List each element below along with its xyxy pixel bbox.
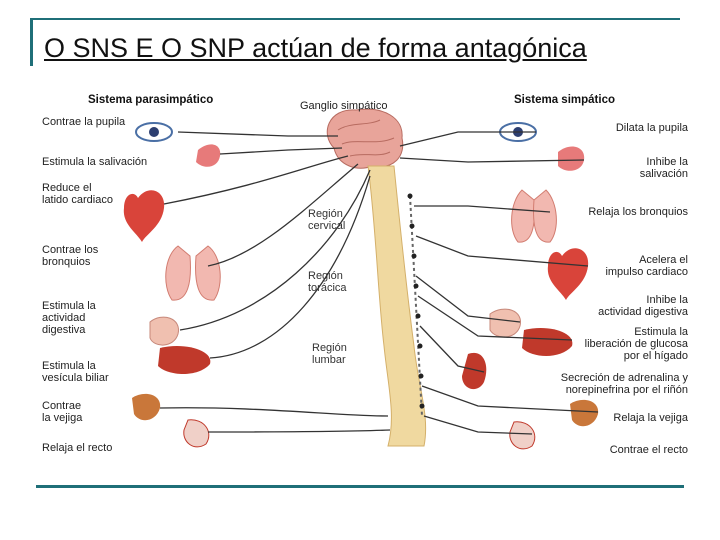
title-top-rule	[30, 18, 680, 20]
sympathetic-header: Sistema simpático	[514, 94, 615, 106]
region-lumbar: Región lumbar	[312, 342, 347, 366]
sym-effect-glucose: Estimula la liberación de glucosa por el…	[585, 326, 688, 362]
region-thoracic: Región torácica	[308, 270, 347, 294]
right-bladder	[570, 400, 598, 426]
sym-effect-pupil: Dilata la pupila	[616, 122, 688, 134]
right-stomach	[490, 309, 521, 337]
para-effect-bladder: Contrae la vejiga	[42, 400, 82, 424]
sym-effect-bronchi: Relaja los bronquios	[588, 206, 688, 218]
left-stomach	[150, 317, 179, 345]
right-kidney	[462, 353, 486, 389]
sym-effect-salivation: Inhibe la salivación	[640, 156, 688, 180]
left-bladder	[132, 394, 160, 420]
ganglion-label: Ganglio simpático	[300, 100, 387, 112]
parasympathetic-nerves	[160, 132, 390, 432]
left-liver	[158, 346, 210, 374]
right-salivary-gland	[558, 146, 584, 170]
left-lungs	[166, 246, 221, 300]
right-liver	[522, 328, 572, 356]
sym-effect-digestion: Inhibe la actividad digestiva	[598, 294, 688, 318]
right-lungs	[512, 190, 557, 242]
right-rectum	[510, 422, 535, 449]
para-effect-gallbladder: Estimula la vesícula biliar	[42, 360, 109, 384]
para-effect-pupil: Contrae la pupila	[42, 116, 125, 128]
para-effect-salivation: Estimula la salivación	[42, 156, 147, 168]
sym-effect-rectum: Contrae el recto	[610, 444, 688, 456]
bottom-rule	[36, 485, 684, 488]
diagram-artwork	[38, 86, 690, 464]
para-effect-rectum: Relaja el recto	[42, 442, 112, 454]
left-salivary-gland	[196, 144, 220, 166]
region-cervical: Región cervical	[308, 208, 345, 232]
left-eye-icon	[136, 123, 172, 141]
sym-effect-adrenaline: Secreción de adrenalina y norepinefrina …	[561, 372, 688, 396]
sym-effect-heart: Acelera el impulso cardiaco	[605, 254, 688, 278]
para-effect-heart: Reduce el latido cardiaco	[42, 182, 113, 206]
para-effect-bronchi: Contrae los bronquios	[42, 244, 98, 268]
nervous-system-diagram: Sistema parasimpático Ganglio simpático …	[38, 86, 690, 464]
right-heart	[548, 248, 588, 300]
left-rectum	[184, 420, 209, 447]
title-left-rule	[30, 18, 33, 66]
spinal-column	[368, 166, 426, 446]
parasympathetic-header: Sistema parasimpático	[88, 94, 213, 106]
para-effect-digestion: Estimula la actividad digestiva	[42, 300, 96, 336]
left-heart	[124, 190, 164, 242]
sym-effect-bladder: Relaja la vejiga	[613, 412, 688, 424]
